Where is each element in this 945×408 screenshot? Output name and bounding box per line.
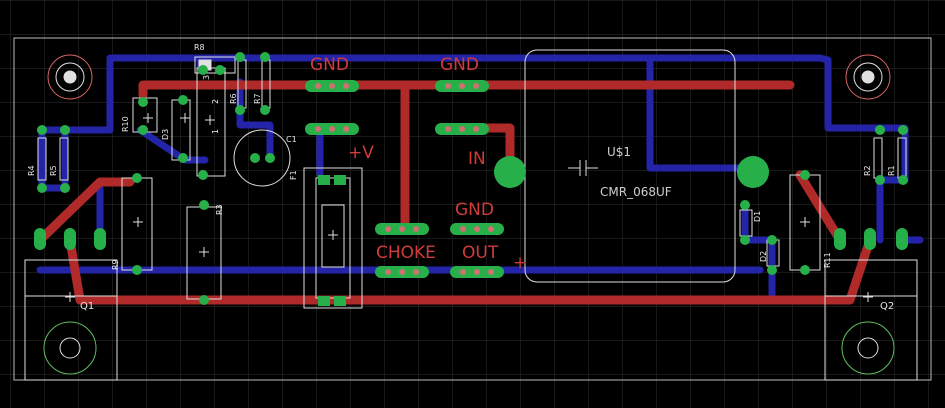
r8-body[interactable] bbox=[196, 67, 226, 177]
label-plus: + bbox=[513, 253, 527, 273]
label-r10: R10 bbox=[121, 116, 130, 132]
label-r8: R8 bbox=[194, 43, 205, 52]
net-labels: GND GND +V IN GND CHOKE OUT + bbox=[310, 55, 527, 273]
r8-outline[interactable] bbox=[194, 56, 236, 74]
trace-top-bus[interactable] bbox=[106, 54, 884, 134]
origin-marks bbox=[65, 113, 873, 302]
r4-outline[interactable] bbox=[37, 137, 47, 181]
mount-hole-right[interactable] bbox=[845, 54, 891, 100]
label-r7: R7 bbox=[253, 93, 262, 104]
label-q1: Q1 bbox=[80, 301, 94, 312]
label-out: OUT bbox=[462, 243, 499, 263]
trace-c1[interactable] bbox=[236, 78, 274, 162]
label-c1: C1 bbox=[286, 135, 297, 144]
label-r5: R5 bbox=[49, 165, 58, 176]
r5-outline[interactable] bbox=[59, 137, 69, 181]
label-u1-value: CMR_068UF bbox=[600, 185, 672, 199]
label-d2: D2 bbox=[759, 251, 768, 262]
q1-pads[interactable] bbox=[34, 228, 106, 250]
label-r6: R6 bbox=[229, 93, 238, 104]
label-gnd-2: GND bbox=[440, 55, 479, 75]
q1-package[interactable] bbox=[24, 259, 118, 381]
label-r9: R9 bbox=[111, 259, 120, 270]
c1-outline[interactable] bbox=[233, 129, 291, 187]
label-choke: CHOKE bbox=[376, 243, 436, 263]
part-labels: R8 R10 D3 3 2 1 R4 R5 R6 R7 C1 F1 R3 R9 … bbox=[27, 43, 896, 312]
label-r2: R2 bbox=[863, 165, 872, 176]
label-r3: R3 bbox=[215, 204, 224, 215]
pads-layer bbox=[34, 52, 908, 306]
label-q2: Q2 bbox=[880, 301, 894, 312]
label-pin1: 1 bbox=[211, 129, 220, 134]
label-pin2: 2 bbox=[211, 99, 220, 104]
trace-u1-top[interactable] bbox=[646, 54, 749, 172]
label-r11: R11 bbox=[823, 252, 832, 268]
label-d1: D1 bbox=[753, 211, 762, 222]
u1-outline[interactable] bbox=[524, 49, 736, 283]
q2-package[interactable] bbox=[824, 259, 918, 381]
label-in: IN bbox=[468, 149, 486, 169]
label-u1: U$1 bbox=[607, 145, 631, 159]
trace-left-lower[interactable] bbox=[65, 235, 875, 305]
trace-top-gnd[interactable] bbox=[138, 80, 795, 100]
label-gnd-1: GND bbox=[310, 55, 349, 75]
trace-left-loop[interactable] bbox=[35, 177, 135, 245]
label-d3: D3 bbox=[161, 129, 170, 140]
label-plus-v: +V bbox=[348, 143, 374, 163]
q2-pads[interactable] bbox=[834, 228, 908, 250]
label-f1: F1 bbox=[289, 170, 298, 180]
pad-in[interactable] bbox=[494, 156, 526, 188]
mount-hole-left[interactable] bbox=[47, 54, 93, 100]
drill-holes bbox=[315, 83, 494, 275]
small-pads[interactable] bbox=[37, 52, 908, 306]
label-r1: R1 bbox=[887, 165, 896, 176]
label-r4: R4 bbox=[27, 165, 36, 176]
trace-left-down[interactable] bbox=[38, 126, 69, 192]
label-gnd-3: GND bbox=[455, 200, 494, 220]
label-pin3: 3 bbox=[202, 75, 211, 80]
f1-holder[interactable] bbox=[303, 167, 363, 309]
trace-right-res[interactable] bbox=[876, 124, 909, 184]
pad-u1-right[interactable] bbox=[737, 156, 769, 188]
board-outline bbox=[13, 37, 932, 381]
